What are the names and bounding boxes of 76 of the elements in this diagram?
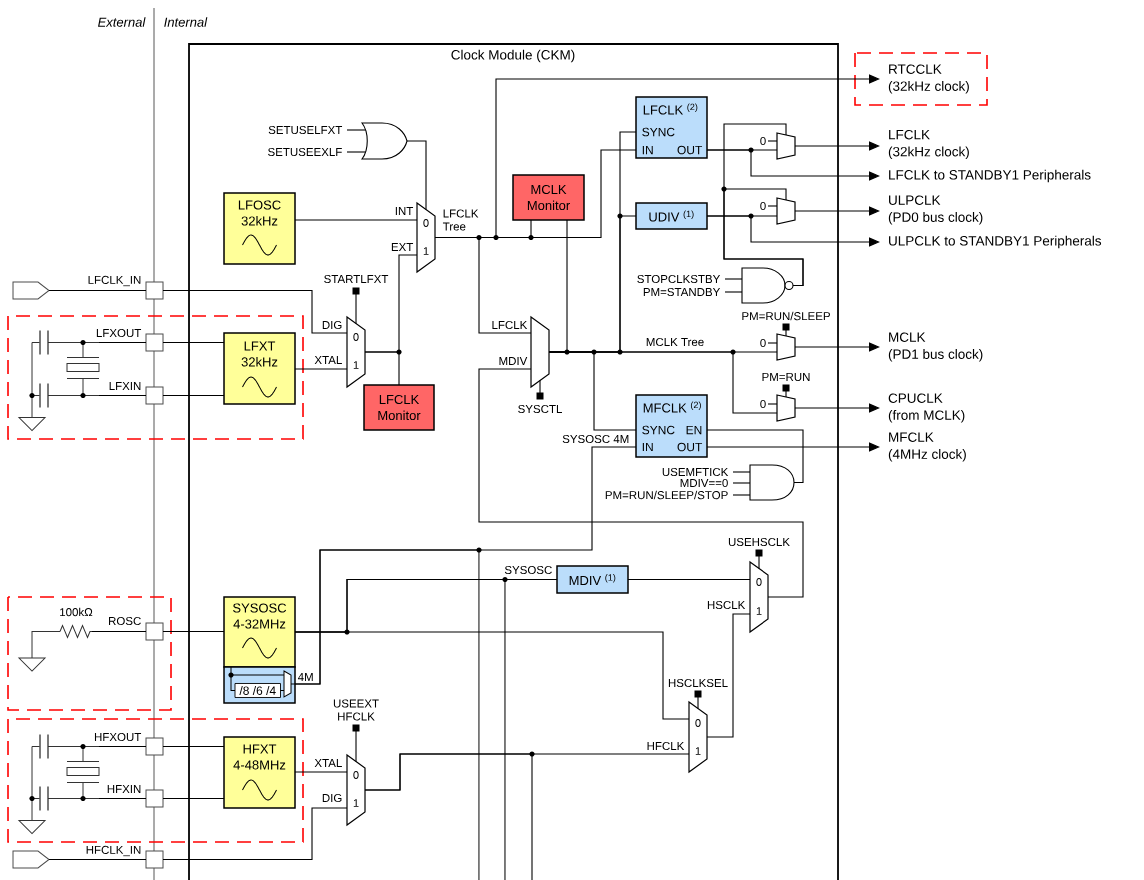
resistor-circuit [18, 625, 93, 672]
edge-label: EXT [391, 243, 414, 251]
edge-label: DIG [322, 320, 342, 330]
edge-label: SYSOSC [504, 565, 552, 575]
output-label: CPUCLK (from MCLK) [888, 393, 965, 423]
oscillator-box: HFXT 4-48MHz [223, 736, 296, 809]
edge-label: MDIV [499, 357, 528, 365]
and-gate [732, 464, 795, 501]
monitor-box: MCLK Monitor [512, 174, 585, 221]
signal-label: STOPCLKSTBY [637, 274, 721, 284]
signal-label: PM=STANDBY [643, 287, 721, 297]
node-label: 0 [760, 136, 766, 146]
edge-label: HFCLK [647, 741, 685, 751]
pad-square [145, 850, 164, 869]
edge-label: XTAL [314, 759, 342, 767]
value-label: 100kΩ [60, 607, 93, 617]
signal-label: USEHSCLK [728, 537, 790, 547]
signal-label: SETUSEEXLF [268, 147, 342, 157]
pad-square [145, 789, 164, 808]
edge-label: MCLK Tree [646, 337, 704, 347]
or-gate [346, 122, 408, 160]
node-label: 0 [760, 399, 766, 409]
output-label: LFCLK to STANDBY1 Peripherals [889, 169, 1091, 183]
multiplexer: 0 [760, 394, 796, 422]
clock-gate-box: LFCLK $^{(2)}$ SYNC IN OUT [635, 96, 708, 159]
edge-label: INT [395, 207, 414, 215]
signal-label: PM=RUN [762, 373, 810, 381]
pad-square [145, 737, 164, 756]
multiplexer: 0 [760, 197, 796, 225]
edge-label: LFXIN [109, 382, 141, 390]
edge-label: HSCLK [707, 600, 746, 610]
signal-label: USEEXT HFCLK [333, 699, 379, 721]
region-label: Internal [164, 17, 208, 27]
output-label: MCLK (PD1 bus clock) [888, 332, 983, 362]
node-label: 0 [760, 201, 766, 211]
oscillator-box: SYSOSC 4-32MHz [223, 596, 296, 668]
edge-label: HFXOUT [94, 732, 142, 742]
signal-label: MDIV==0 [680, 478, 728, 488]
output-label: ULPCLK (PD0 bus clock) [888, 195, 983, 225]
oscillator-box: LFXT 32kHz [223, 332, 296, 405]
signal-label: USEMFTICK [662, 467, 729, 477]
edge-label: SYSOSC 4M [562, 434, 629, 444]
node-label: 0 [760, 338, 766, 348]
edge-label: HFXIN [107, 785, 141, 793]
edge-label: DIG [322, 793, 342, 803]
output-label: RTCCLK (32kHz clock) [888, 64, 969, 94]
multiplexer: 0 [760, 132, 796, 160]
output-label: ULPCLK to STANDBY1 Peripherals [889, 235, 1102, 249]
pad-square [145, 281, 164, 300]
signal-label: STARTLFXT [324, 274, 389, 284]
region-label: External [98, 17, 146, 27]
edge-label: LFCLK_IN [88, 275, 141, 287]
edge-label: XTAL [314, 356, 342, 364]
output-label: MFCLK (4MHz clock) [888, 432, 966, 462]
edge-label: 4M [297, 673, 313, 681]
edge-label: LFXOUT [96, 328, 142, 338]
clock-gate-box: MFCLK $^{(2)}$ SYNC EN IN OUT [635, 394, 708, 458]
pad-square [145, 622, 164, 641]
connector-symbol [12, 281, 50, 300]
oscillator-box: LFOSC 32kHz [223, 192, 296, 265]
signal-label: PM=RUN/SLEEP [742, 311, 830, 321]
multiplexer: 0 [760, 333, 796, 361]
signal-label: HSCLKSEL [668, 678, 728, 688]
edge-label: ROSC [109, 616, 141, 626]
connector-symbol [12, 850, 50, 869]
pad-square [145, 386, 164, 405]
output-label: LFCLK (32kHz clock) [888, 129, 969, 160]
edge-label: LFCLK Tree [442, 209, 479, 231]
nand-gate [724, 267, 794, 304]
signal-label: SYSCTL [518, 404, 562, 414]
edge-label: HFCLK_IN [86, 845, 141, 857]
edge-label: LFCLK [492, 320, 528, 330]
pad-square [145, 333, 164, 352]
signal-label: SETUSELFXT [268, 125, 343, 135]
signal-label: PM=RUN/SLEEP/STOP [605, 490, 728, 500]
monitor-box: LFCLK Monitor [363, 384, 435, 431]
